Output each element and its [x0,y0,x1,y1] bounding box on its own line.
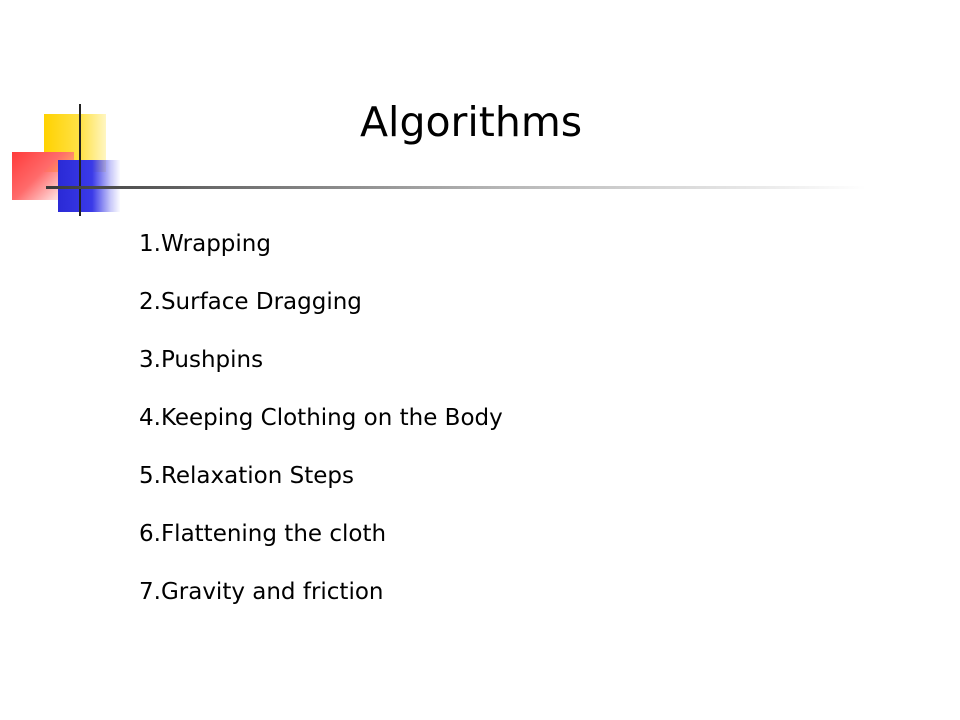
list-item: 3.Pushpins [139,347,264,373]
algorithm-list: 1.Wrapping 2.Surface Dragging 3.Pushpins… [139,222,503,628]
list-item: 2.Surface Dragging [139,289,362,315]
vertical-rule [79,104,81,216]
slide-title: Algorithms [360,98,583,146]
list-item: 7.Gravity and friction [139,579,384,605]
list-item: 1.Wrapping [139,231,271,257]
list-item: 4.Keeping Clothing on the Body [139,405,503,431]
list-item: 5.Relaxation Steps [139,463,354,489]
list-item: 6.Flattening the cloth [139,521,387,547]
title-underline-rule [46,186,866,189]
